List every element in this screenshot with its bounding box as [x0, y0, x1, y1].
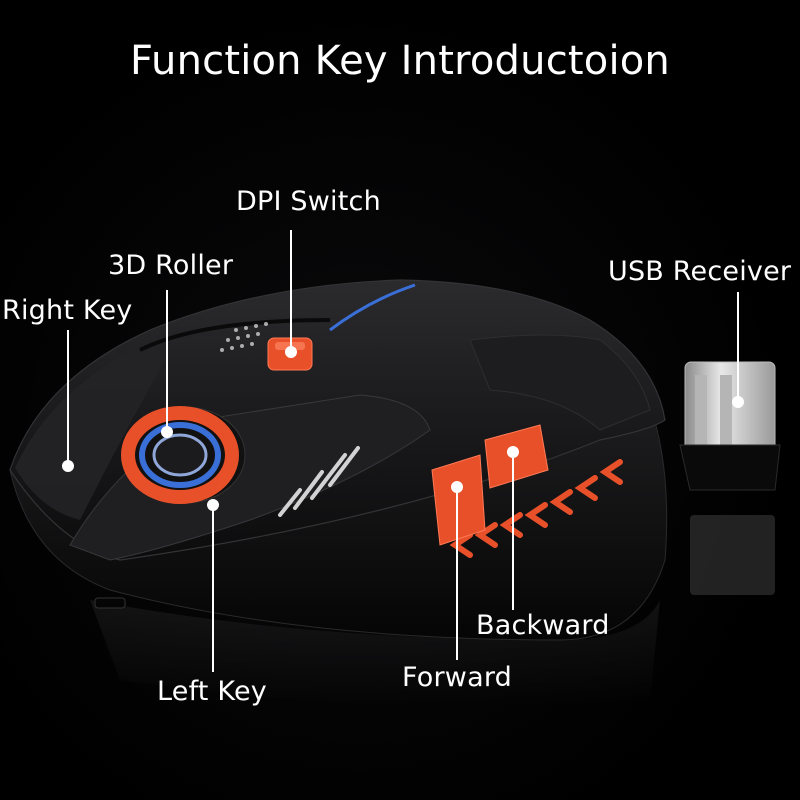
left-key-label: Left Key: [157, 676, 267, 707]
page-title: Function Key Introductoion: [130, 38, 670, 84]
scroll-wheel-3d-roller: [121, 406, 246, 504]
callout-lines: [62, 230, 744, 672]
slash-decoration: [278, 446, 360, 517]
mouse-body: [9, 279, 668, 641]
vent-dots: [220, 322, 268, 352]
usb-receiver: [679, 361, 781, 595]
side-chevrons: [449, 459, 623, 558]
dpi-switch-label: DPI Switch: [236, 186, 381, 217]
right-key-label: Right Key: [2, 295, 133, 326]
backward-label: Backward: [476, 610, 610, 641]
forward-label: Forward: [402, 662, 512, 693]
forward-button: [431, 454, 486, 546]
usb-receiver-label: USB Receiver: [608, 256, 792, 287]
3d-roller-label: 3D Roller: [108, 250, 234, 281]
mouse-reflection: [90, 600, 660, 707]
